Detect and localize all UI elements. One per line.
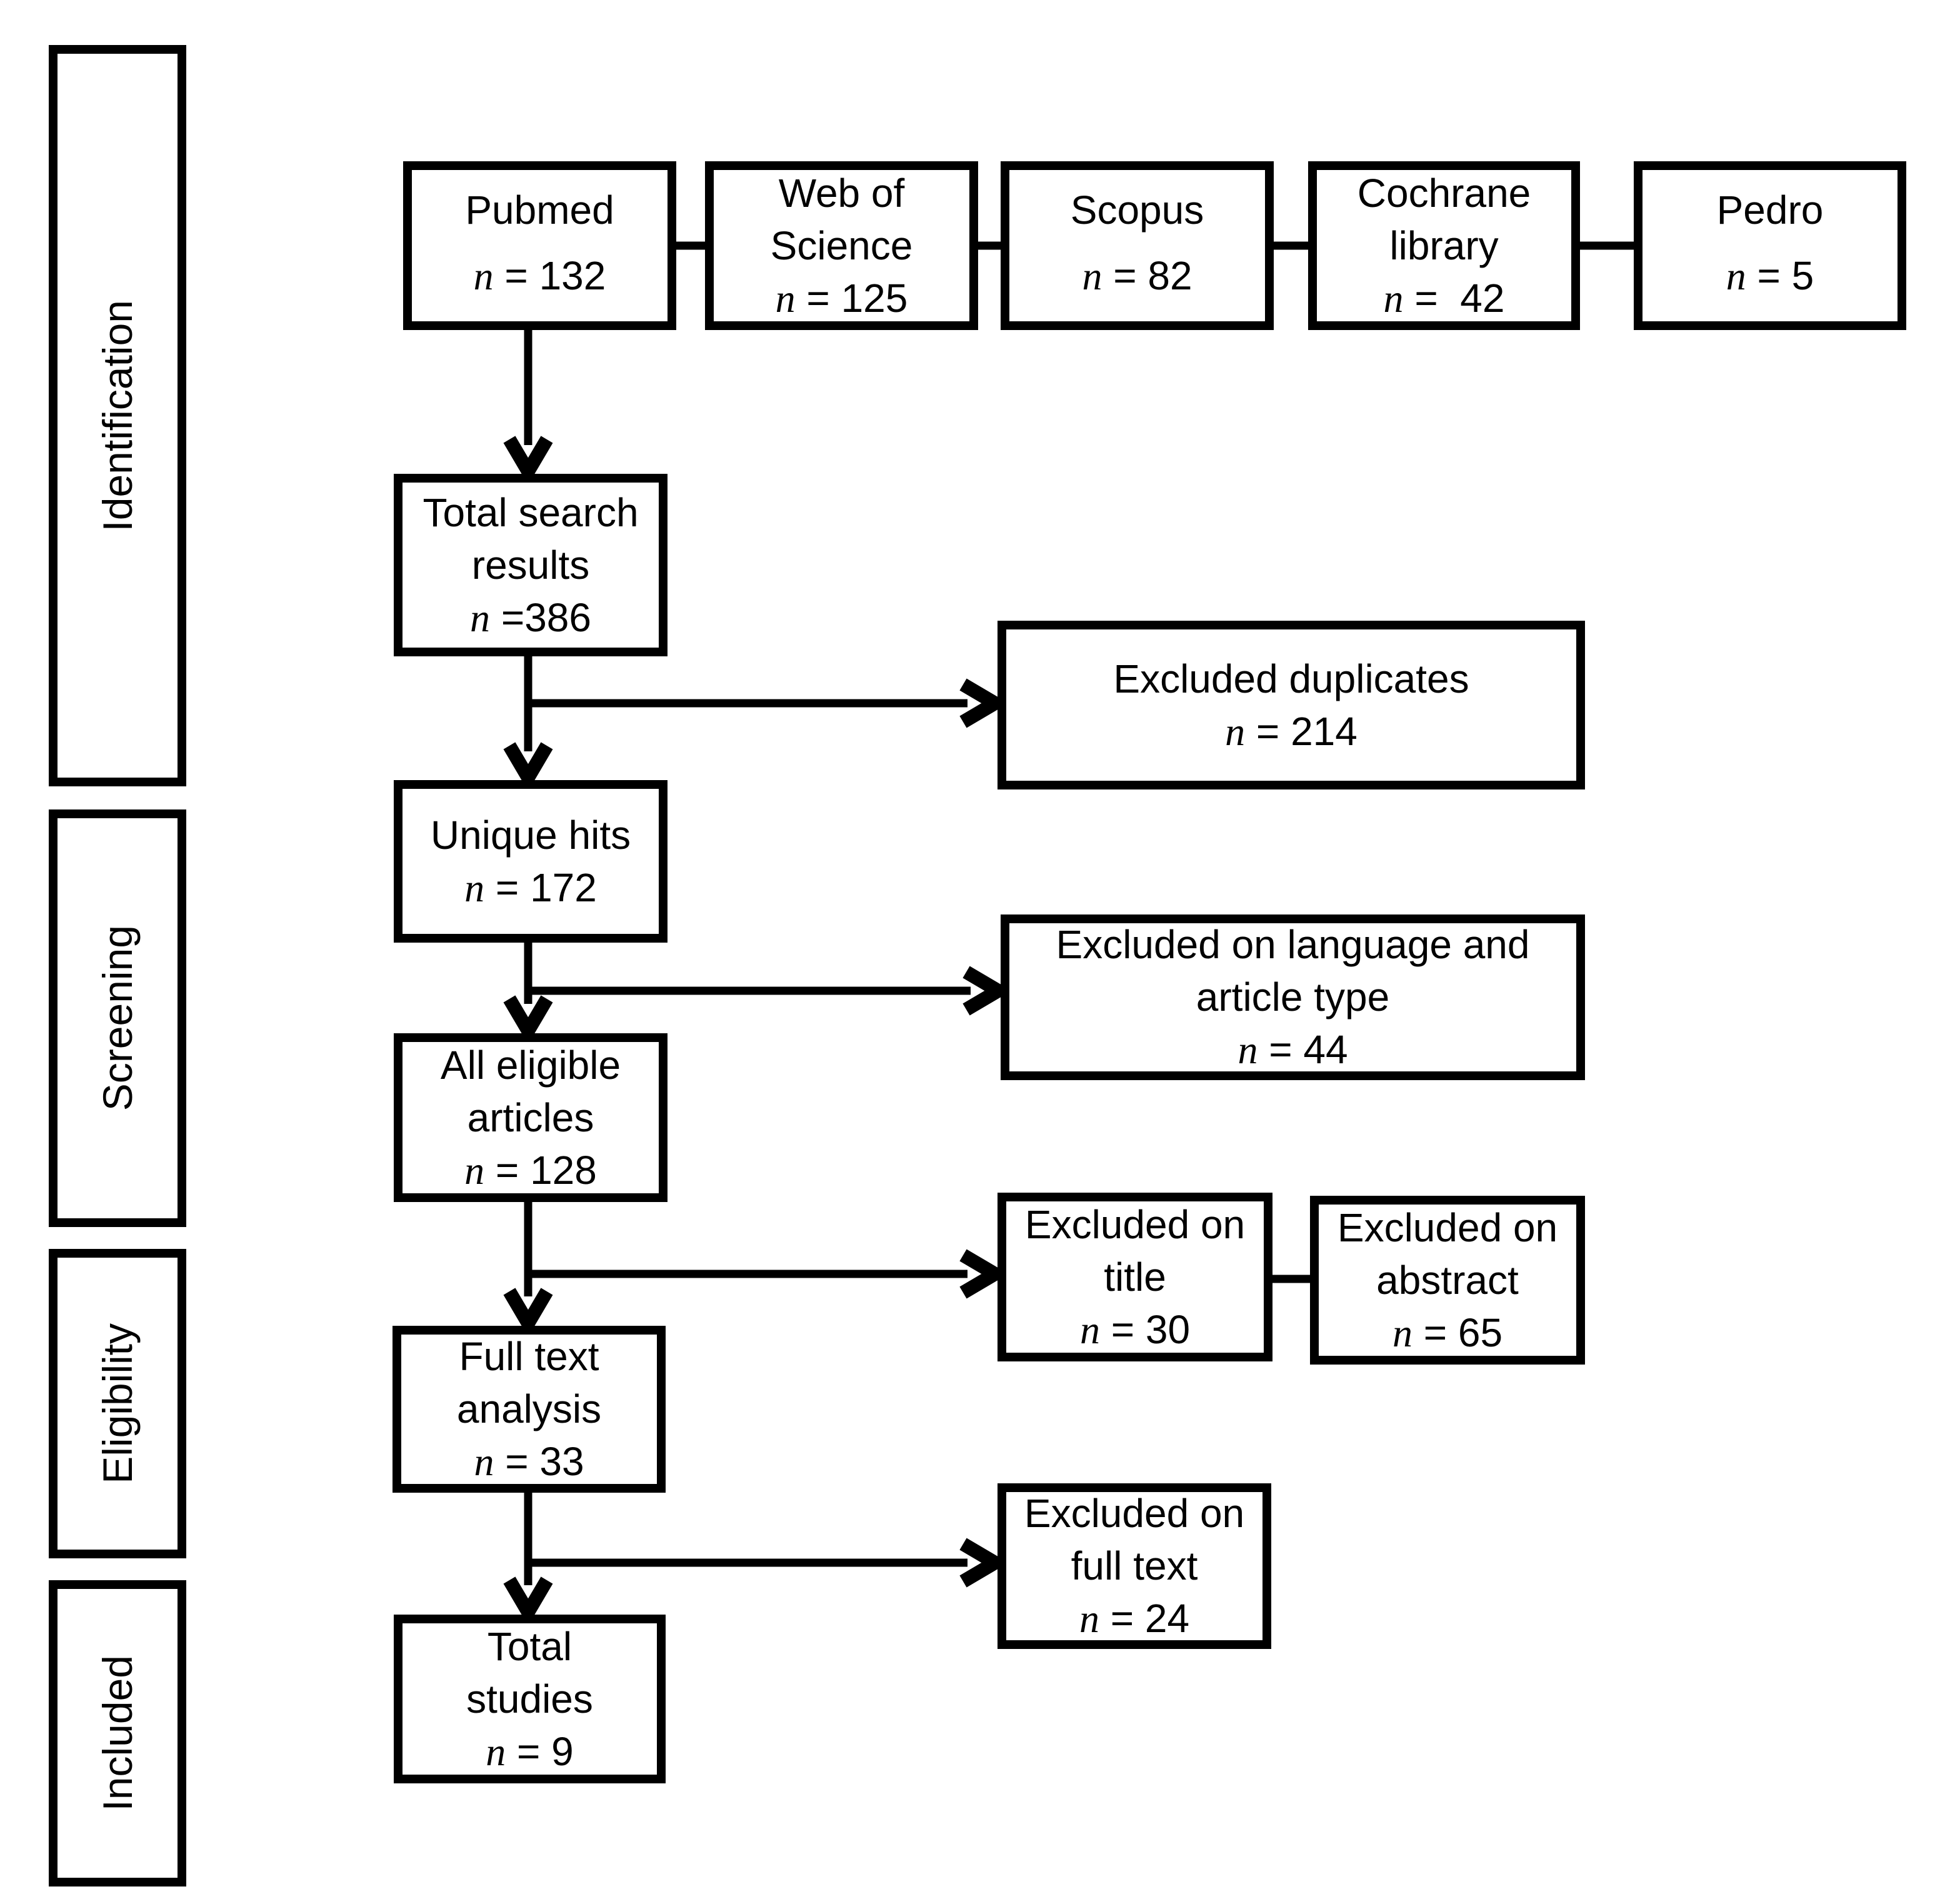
box-title: Web of Science — [770, 170, 913, 268]
flow-full-text-analysis: Full text analysis n = 33 — [392, 1326, 666, 1493]
box-title: Total search results — [422, 489, 639, 588]
count-value: = 65 — [1412, 1310, 1503, 1355]
count-value: = 30 — [1099, 1306, 1191, 1352]
n-symbol: n — [775, 276, 796, 321]
n-symbol: n — [1238, 1028, 1258, 1072]
count-value: = 125 — [795, 275, 908, 321]
count-value: = 5 — [1746, 253, 1814, 298]
box-count: n = 5 — [1726, 249, 1814, 303]
count-value: = 24 — [1099, 1596, 1190, 1641]
n-symbol: n — [464, 1148, 485, 1193]
exclusion-title: Excluded on title n = 30 — [998, 1193, 1272, 1361]
box-title: Total studies — [466, 1623, 593, 1721]
count-value: = 9 — [506, 1728, 574, 1774]
flow-all-eligible-articles: All eligible articles n = 128 — [394, 1033, 668, 1202]
box-count: n = 214 — [1225, 705, 1358, 758]
box-title: Excluded on language and article type — [1056, 922, 1530, 1020]
flow-total-studies: Total studies n = 9 — [394, 1615, 666, 1783]
box-title: Cochrane library — [1357, 170, 1531, 268]
count-value: = 214 — [1245, 708, 1358, 754]
n-symbol: n — [1225, 709, 1246, 754]
source-row-links — [676, 241, 1634, 1283]
source-web-of-science: Web of Science n = 125 — [705, 161, 978, 330]
count-value: = 82 — [1102, 253, 1192, 298]
box-count: n = 24 — [1079, 1592, 1189, 1645]
arrowheads — [503, 436, 1012, 1626]
n-symbol: n — [1726, 254, 1746, 298]
box-title: All eligible articles — [440, 1042, 621, 1140]
n-symbol: n — [1082, 254, 1102, 298]
stage-label: Screening — [94, 925, 141, 1111]
n-symbol: n — [1383, 276, 1404, 321]
count-value: = 44 — [1258, 1027, 1348, 1072]
box-title: Pedro — [1716, 188, 1824, 233]
box-count: n = 44 — [1238, 1023, 1348, 1076]
box-title: Full text analysis — [456, 1334, 602, 1431]
source-scopus: Scopus n = 82 — [1001, 161, 1274, 330]
box-title: Excluded on full text — [1024, 1491, 1245, 1588]
n-symbol: n — [464, 865, 485, 910]
stage-identification: Identification — [49, 45, 186, 786]
n-symbol: n — [474, 1440, 494, 1484]
stage-label: Identification — [94, 299, 141, 532]
source-cochrane-library: Cochrane library n = 42 — [1308, 161, 1580, 330]
box-count: n = 30 — [1080, 1303, 1190, 1356]
source-pubmed: Pubmed n = 132 — [403, 161, 676, 330]
n-symbol: n — [1079, 1307, 1100, 1352]
box-count: n = 172 — [464, 861, 597, 914]
count-value: = 33 — [494, 1439, 584, 1484]
stage-screening: Screening — [49, 809, 186, 1227]
n-symbol: n — [473, 254, 494, 298]
stage-label: Eligibility — [94, 1323, 141, 1484]
box-count: n = 128 — [464, 1144, 597, 1197]
n-symbol: n — [1392, 1310, 1412, 1355]
box-title: Excluded duplicates — [1113, 656, 1469, 701]
box-count: n = 9 — [486, 1725, 574, 1778]
box-title: Excluded on abstract — [1337, 1205, 1558, 1303]
stage-included: Included — [49, 1580, 186, 1886]
flow-shafts — [524, 330, 971, 1585]
count-value: = 132 — [493, 253, 606, 298]
box-title: Unique hits — [430, 812, 631, 858]
box-title: Excluded on title — [1024, 1201, 1246, 1300]
flow-total-search-results: Total search results n =386 — [394, 474, 668, 656]
flow-unique-hits: Unique hits n = 172 — [394, 780, 668, 943]
stage-eligibility: Eligibility — [49, 1249, 186, 1558]
count-value: =386 — [490, 594, 591, 640]
box-count: n = 82 — [1082, 249, 1192, 303]
source-pedro: Pedro n = 5 — [1634, 161, 1906, 330]
exclusion-abstract: Excluded on abstract n = 65 — [1310, 1196, 1585, 1365]
box-count: n = 132 — [474, 249, 606, 303]
n-symbol: n — [1079, 1596, 1099, 1641]
count-value: = 42 — [1403, 275, 1505, 321]
count-value: = 128 — [484, 1147, 597, 1193]
box-count: n = 125 — [776, 272, 908, 325]
exclusion-duplicates: Excluded duplicates n = 214 — [998, 621, 1585, 789]
box-count: n = 42 — [1384, 272, 1505, 325]
box-count: n = 65 — [1392, 1306, 1502, 1360]
box-title: Pubmed — [465, 188, 614, 233]
box-count: n =386 — [470, 591, 591, 644]
exclusion-language-article-type: Excluded on language and article type n … — [1001, 914, 1585, 1080]
box-title: Scopus — [1070, 188, 1204, 233]
box-count: n = 33 — [474, 1435, 584, 1488]
stage-label: Included — [94, 1655, 141, 1811]
n-symbol: n — [486, 1729, 506, 1774]
n-symbol: n — [470, 595, 491, 640]
exclusion-full-text: Excluded on full text n = 24 — [998, 1483, 1271, 1649]
count-value: = 172 — [484, 864, 597, 910]
